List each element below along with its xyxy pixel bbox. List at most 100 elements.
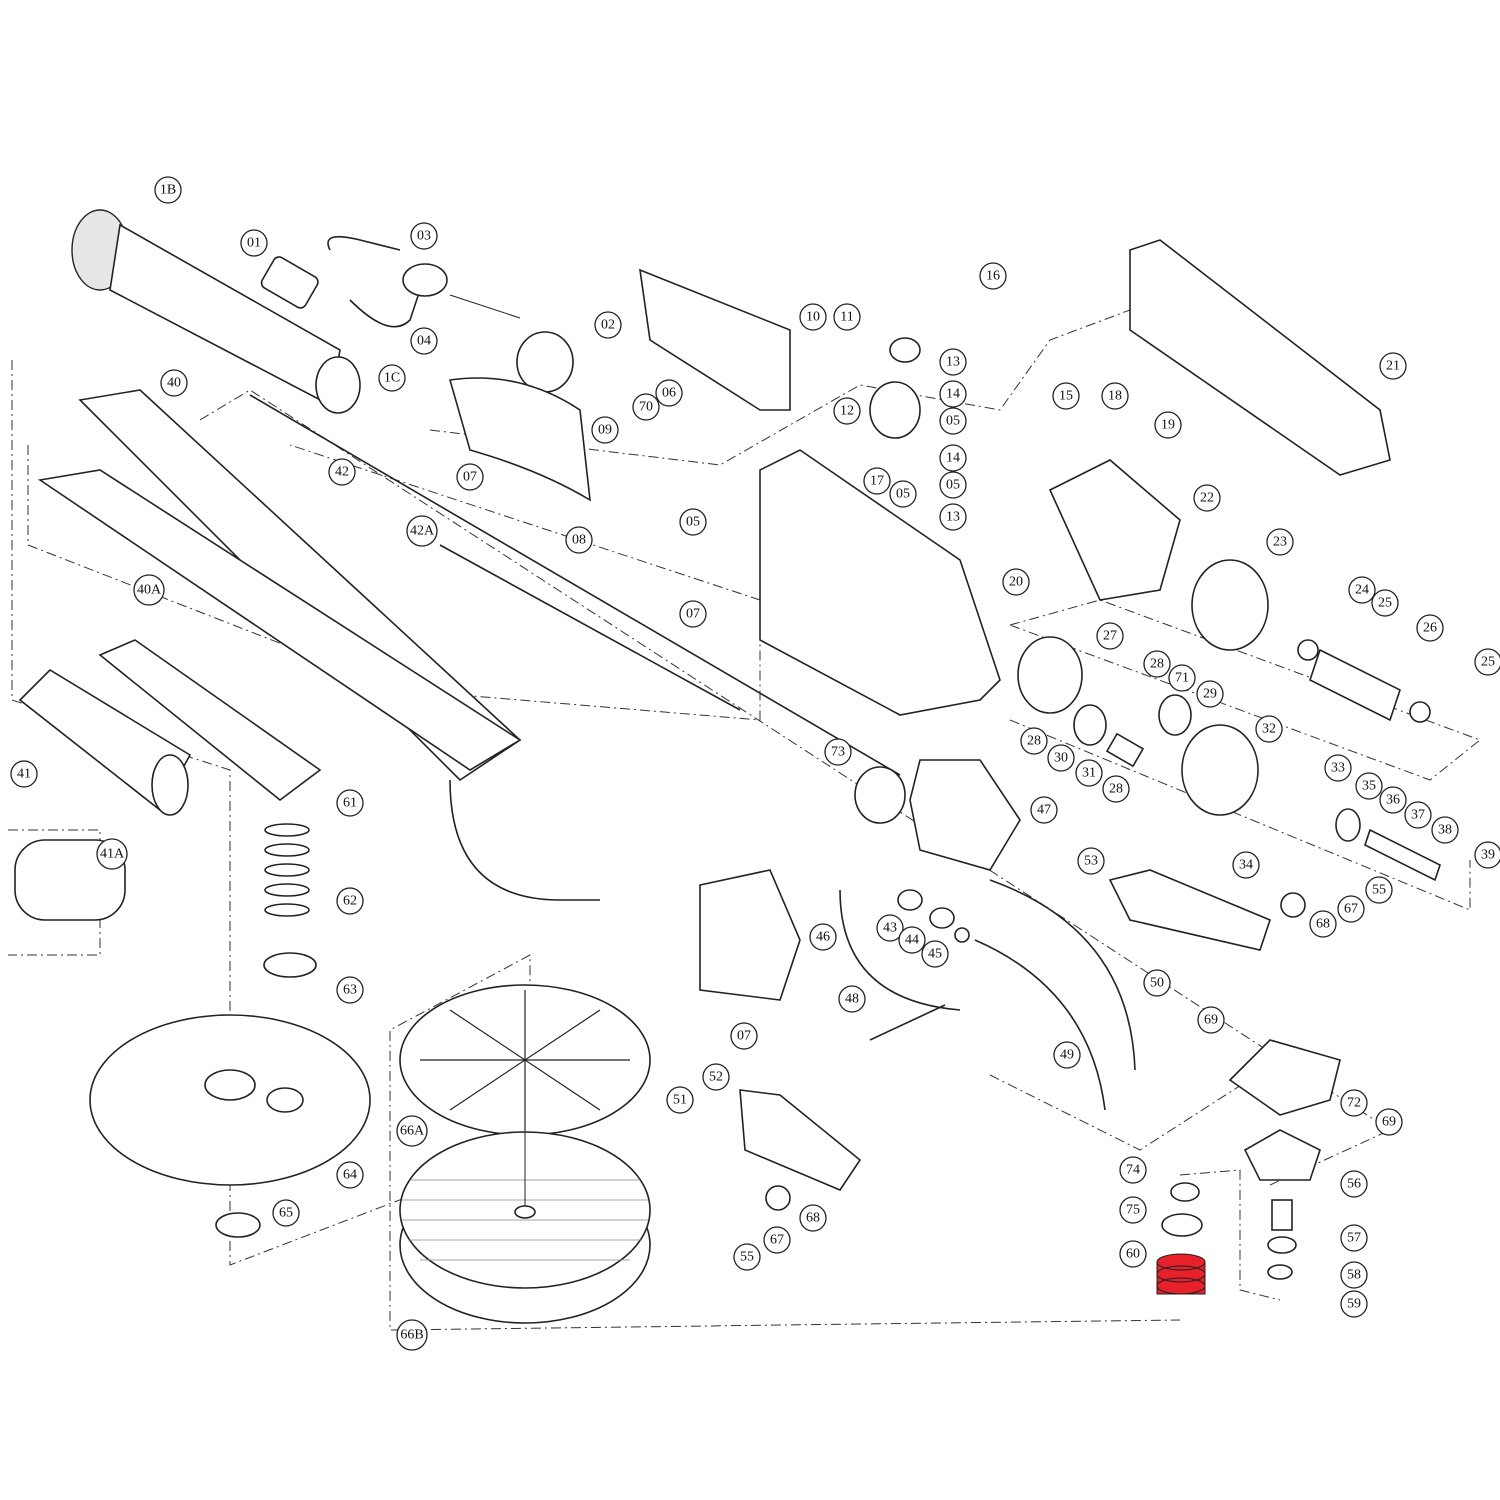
- part-label-14[interactable]: 14: [939, 380, 967, 408]
- part-label-36[interactable]: 36: [1379, 786, 1407, 814]
- part-label-52[interactable]: 52: [702, 1063, 730, 1091]
- part-label-16[interactable]: 16: [979, 262, 1007, 290]
- part-label-58[interactable]: 58: [1340, 1261, 1368, 1289]
- part-label-03[interactable]: 03: [410, 222, 438, 250]
- part-label-29[interactable]: 29: [1196, 680, 1224, 708]
- part-label-46[interactable]: 46: [809, 923, 837, 951]
- part-label-51[interactable]: 51: [666, 1086, 694, 1114]
- part-label-47[interactable]: 47: [1030, 796, 1058, 824]
- part-label-67[interactable]: 67: [1337, 895, 1365, 923]
- highlighted-part-60[interactable]: [1156, 1253, 1206, 1295]
- part-label-08[interactable]: 08: [565, 526, 593, 554]
- part-label-35[interactable]: 35: [1355, 772, 1383, 800]
- part-label-65[interactable]: 65: [272, 1199, 300, 1227]
- part-label-05[interactable]: 05: [939, 407, 967, 435]
- part-label-75[interactable]: 75: [1119, 1196, 1147, 1224]
- part-label-57[interactable]: 57: [1340, 1224, 1368, 1252]
- part-label-73[interactable]: 73: [824, 738, 852, 766]
- part-label-02[interactable]: 02: [594, 311, 622, 339]
- part-label-66a[interactable]: 66A: [396, 1115, 428, 1147]
- label-circle: [1020, 727, 1048, 755]
- part-label-25[interactable]: 25: [1474, 648, 1500, 676]
- part-label-1c[interactable]: 1C: [378, 364, 406, 392]
- part-label-05[interactable]: 05: [889, 480, 917, 508]
- part-label-42[interactable]: 42: [328, 458, 356, 486]
- part-label-27[interactable]: 27: [1096, 622, 1124, 650]
- part-label-56[interactable]: 56: [1340, 1170, 1368, 1198]
- part-label-50[interactable]: 50: [1143, 969, 1171, 997]
- part-label-07[interactable]: 07: [730, 1022, 758, 1050]
- part-label-61[interactable]: 61: [336, 789, 364, 817]
- part-label-18[interactable]: 18: [1101, 382, 1129, 410]
- part-label-42a[interactable]: 42A: [406, 515, 438, 547]
- label-circle: [1232, 851, 1260, 879]
- label-text: 48: [845, 992, 859, 1007]
- part-label-12[interactable]: 12: [833, 397, 861, 425]
- part-label-28[interactable]: 28: [1102, 775, 1130, 803]
- part-label-37[interactable]: 37: [1404, 801, 1432, 829]
- part-label-17[interactable]: 17: [863, 467, 891, 495]
- part-label-70[interactable]: 70: [632, 393, 660, 421]
- label-circle: [939, 407, 967, 435]
- part-label-63[interactable]: 63: [336, 976, 364, 1004]
- part-label-41[interactable]: 41: [10, 760, 38, 788]
- part-label-30[interactable]: 30: [1047, 744, 1075, 772]
- part-label-48[interactable]: 48: [838, 985, 866, 1013]
- part-label-43[interactable]: 43: [876, 914, 904, 942]
- part-label-34[interactable]: 34: [1232, 851, 1260, 879]
- part-label-41a[interactable]: 41A: [96, 838, 128, 870]
- part-label-32[interactable]: 32: [1255, 715, 1283, 743]
- part-label-40[interactable]: 40: [160, 369, 188, 397]
- part-label-06[interactable]: 06: [655, 379, 683, 407]
- part-label-60[interactable]: 60: [1119, 1240, 1147, 1268]
- part-label-21[interactable]: 21: [1379, 352, 1407, 380]
- part-label-45[interactable]: 45: [921, 940, 949, 968]
- part-label-28[interactable]: 28: [1143, 650, 1171, 678]
- part-label-39[interactable]: 39: [1474, 841, 1500, 869]
- part-label-69[interactable]: 69: [1375, 1108, 1403, 1136]
- part-label-28[interactable]: 28: [1020, 727, 1048, 755]
- part-label-49[interactable]: 49: [1053, 1041, 1081, 1069]
- part-label-10[interactable]: 10: [799, 303, 827, 331]
- part-label-13[interactable]: 13: [939, 503, 967, 531]
- part-label-20[interactable]: 20: [1002, 568, 1030, 596]
- part-label-24[interactable]: 24: [1348, 576, 1376, 604]
- part-label-67[interactable]: 67: [763, 1226, 791, 1254]
- part-label-71[interactable]: 71: [1168, 664, 1196, 692]
- part-label-04[interactable]: 04: [410, 327, 438, 355]
- part-label-44[interactable]: 44: [898, 926, 926, 954]
- part-label-31[interactable]: 31: [1075, 759, 1103, 787]
- part-label-07[interactable]: 07: [679, 600, 707, 628]
- part-label-33[interactable]: 33: [1324, 754, 1352, 782]
- part-label-14[interactable]: 14: [939, 444, 967, 472]
- part-label-66b[interactable]: 66B: [396, 1319, 428, 1351]
- part-label-26[interactable]: 26: [1416, 614, 1444, 642]
- part-label-11[interactable]: 11: [833, 303, 861, 331]
- part-label-07[interactable]: 07: [456, 463, 484, 491]
- part-label-15[interactable]: 15: [1052, 382, 1080, 410]
- part-label-13[interactable]: 13: [939, 348, 967, 376]
- label-text: 61: [343, 796, 357, 811]
- part-label-68[interactable]: 68: [799, 1204, 827, 1232]
- part-label-72[interactable]: 72: [1340, 1089, 1368, 1117]
- part-label-05[interactable]: 05: [679, 508, 707, 536]
- part-label-53[interactable]: 53: [1077, 847, 1105, 875]
- part-label-74[interactable]: 74: [1119, 1156, 1147, 1184]
- part-label-19[interactable]: 19: [1154, 411, 1182, 439]
- part-label-23[interactable]: 23: [1266, 528, 1294, 556]
- part-label-62[interactable]: 62: [336, 887, 364, 915]
- part-label-01[interactable]: 01: [240, 229, 268, 257]
- part-label-25[interactable]: 25: [1371, 589, 1399, 617]
- part-label-09[interactable]: 09: [591, 416, 619, 444]
- part-label-38[interactable]: 38: [1431, 816, 1459, 844]
- part-label-69[interactable]: 69: [1197, 1006, 1225, 1034]
- part-label-40a[interactable]: 40A: [133, 574, 165, 606]
- part-label-64[interactable]: 64: [336, 1161, 364, 1189]
- part-label-68[interactable]: 68: [1309, 910, 1337, 938]
- part-label-55[interactable]: 55: [1365, 876, 1393, 904]
- part-label-55[interactable]: 55: [733, 1243, 761, 1271]
- part-label-59[interactable]: 59: [1340, 1290, 1368, 1318]
- part-label-05[interactable]: 05: [939, 471, 967, 499]
- part-label-22[interactable]: 22: [1193, 484, 1221, 512]
- part-label-1b[interactable]: 1B: [154, 176, 182, 204]
